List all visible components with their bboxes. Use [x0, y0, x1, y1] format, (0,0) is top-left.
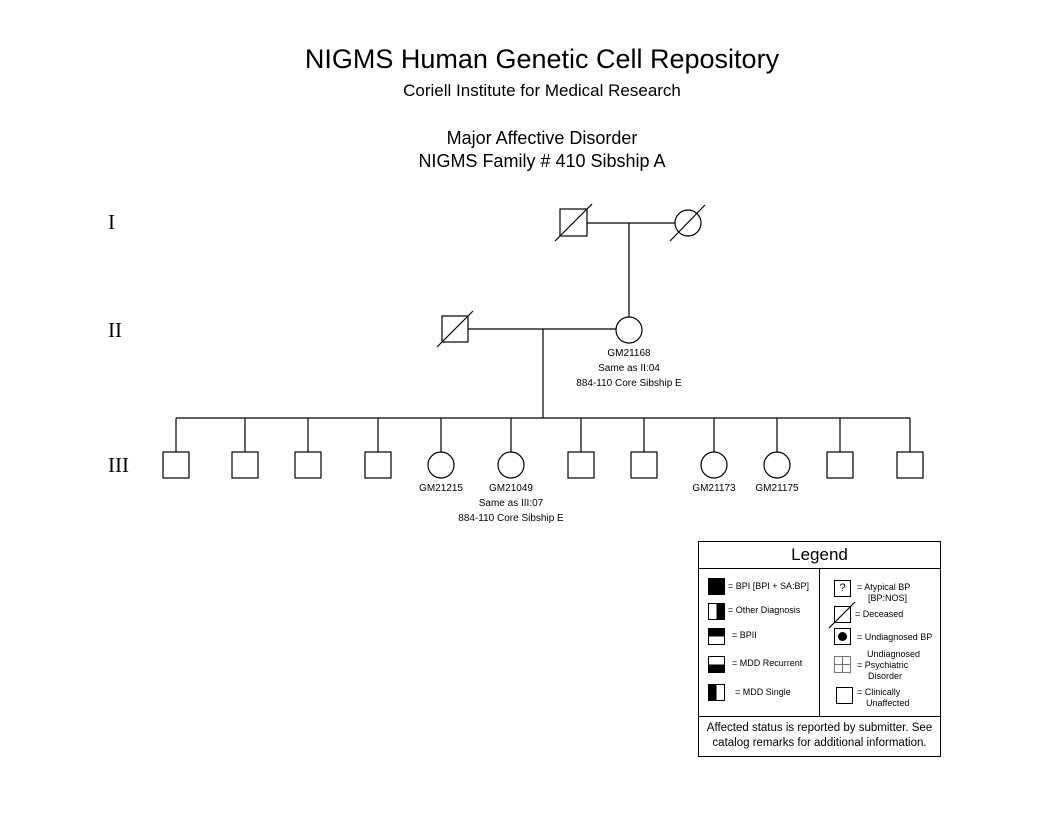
gen-iii-female-5: [427, 451, 455, 479]
legend-footer-line2: catalog remarks for additional informati…: [712, 737, 927, 749]
clinically-unaffected-symbol: [836, 687, 853, 704]
gen-iii-female-10: [763, 451, 791, 479]
other-diagnosis-symbol: [708, 603, 725, 620]
undiagnosed-bp-symbol: [834, 628, 851, 645]
legend-footer-line1: Affected status is reported by submitter…: [706, 722, 933, 734]
gen-iii-female-9: [700, 451, 728, 479]
legend-deceased: = Deceased: [855, 609, 904, 619]
repository-title: NIGMS Human Genetic Cell Repository: [304, 44, 780, 74]
individual-label-gm21049: GM21049 Same as III:07 884-110 Core Sibs…: [458, 481, 563, 526]
repository-subtitle: Coriell Institute for Medical Research: [403, 81, 681, 100]
deceased-mark: [436, 310, 474, 348]
bpii-symbol: [708, 628, 725, 645]
gen-ii-mother: [615, 316, 643, 344]
generation-label-i: I: [108, 210, 115, 234]
gen-iii-male-7: [567, 451, 595, 479]
gen-iii-male-4: [364, 451, 392, 479]
legend-other-diagnosis: = Other Diagnosis: [728, 605, 801, 615]
deceased-mark: [669, 204, 706, 242]
legend-title: Legend: [699, 542, 940, 569]
legend-psychiatric-line1: Undiagnosed: [867, 649, 921, 659]
gen-iii-male-3: [294, 451, 322, 479]
gen-iii-male-8: [630, 451, 658, 479]
legend-divider: [819, 568, 820, 716]
filled-dot-icon: [838, 632, 847, 641]
question-mark-icon: ?: [834, 580, 851, 597]
deceased-mark: [554, 203, 593, 242]
gen-iii-male-2: [231, 451, 259, 479]
individual-label-gm21215: GM21215: [419, 481, 463, 496]
legend-atypical-bp-code: [BP:NOS]: [868, 593, 908, 603]
legend-mdd-single: = MDD Single: [735, 687, 791, 697]
mdd-recurrent-symbol: [708, 656, 725, 673]
grid-horizontal: [835, 664, 850, 665]
individual-note: 884-110 Core Sibship E: [576, 378, 682, 389]
legend-psychiatric-line2: = Psychiatric: [857, 660, 909, 670]
deceased-slash-icon: [828, 601, 856, 629]
legend-unaffected-line2: Unaffected: [866, 698, 910, 708]
gen-iii-male-12: [896, 451, 924, 479]
gen-iii-male-11: [826, 451, 854, 479]
gen-iii-male-1: [162, 451, 190, 479]
cell-line-id: GM21215: [419, 483, 463, 494]
disorder-title: Major Affective Disorder: [446, 128, 638, 148]
mdd-single-symbol: [708, 684, 725, 701]
gen-iii-female-6: [497, 451, 525, 479]
psychiatric-disorder-symbol: [834, 656, 851, 673]
cell-line-id: GM21049: [489, 483, 533, 494]
legend-undiagnosed-bp: = Undiagnosed BP: [857, 632, 933, 642]
family-title: NIGMS Family # 410 Sibship A: [418, 151, 666, 171]
individual-note: Same as II:04: [598, 363, 660, 374]
generation-label-iii: III: [108, 453, 129, 477]
legend-footer: Affected status is reported by submitter…: [699, 716, 940, 751]
cell-line-id: GM21175: [755, 483, 799, 494]
legend-bpii: = BPII: [732, 630, 757, 640]
individual-note: 884-110 Core Sibship E: [458, 513, 564, 524]
legend-atypical-bp: = Atypical BP: [857, 582, 911, 592]
legend-unaffected-line1: = Clinically: [857, 687, 901, 697]
legend-box: Legend = BPI [BPI + SA:BP] = Other Diagn…: [698, 541, 941, 757]
generation-label-ii: II: [108, 318, 122, 342]
bpi-symbol: [708, 578, 725, 595]
individual-label-gm21173: GM21173: [692, 481, 735, 496]
individual-note: Same as III:07: [478, 498, 544, 509]
legend-mdd-recurrent: = MDD Recurrent: [732, 658, 803, 668]
cell-line-id: GM21168: [607, 348, 651, 359]
cell-line-id: GM21173: [692, 483, 736, 494]
legend-psychiatric-line3: Disorder: [868, 671, 903, 681]
legend-bpi: = BPI [BPI + SA:BP]: [728, 581, 810, 591]
individual-label-gm21175: GM21175: [755, 481, 798, 496]
individual-label-gm21168: GM21168 Same as II:04 884-110 Core Sibsh…: [576, 346, 681, 391]
